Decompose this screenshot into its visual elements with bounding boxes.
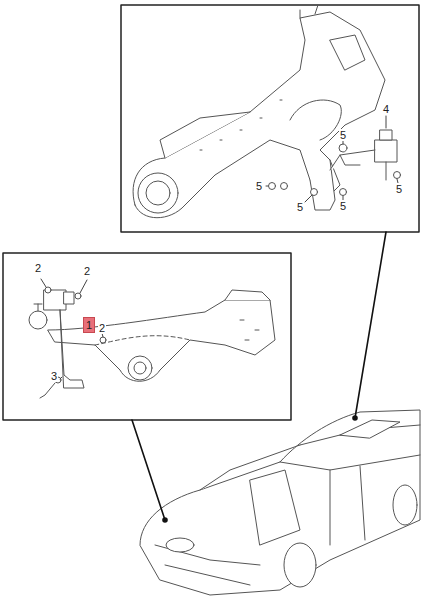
- callout-number: 5: [339, 129, 347, 141]
- callout-number: 5: [255, 180, 263, 192]
- level-sensor: [40, 287, 106, 398]
- callout-number: 5: [296, 201, 304, 213]
- callout-number: 2: [83, 265, 91, 277]
- callout-number: 4: [382, 103, 390, 115]
- inset-frame: [121, 5, 419, 232]
- callout-number: 3: [50, 370, 58, 382]
- callout-number: 2: [98, 322, 106, 334]
- callout-box: 1: [83, 317, 95, 333]
- nut: [269, 144, 401, 196]
- callout-number: 1: [86, 319, 92, 331]
- callout-number: 5: [395, 183, 403, 195]
- rear-subframe: [133, 5, 385, 218]
- leader-line: [266, 116, 398, 202]
- front-control-arm: [29, 290, 275, 381]
- leader-line: [41, 279, 103, 379]
- callout-number: 2: [34, 262, 42, 274]
- callout-number: 5: [339, 200, 347, 212]
- car: [140, 410, 420, 595]
- inset-frame: [3, 253, 291, 420]
- leader-line: [132, 232, 386, 522]
- level-sensor: [330, 130, 397, 180]
